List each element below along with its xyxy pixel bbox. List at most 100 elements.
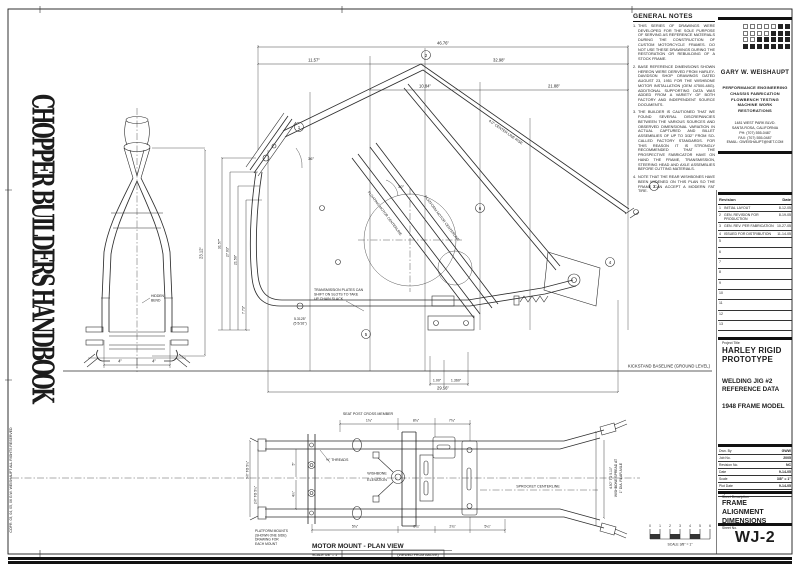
service-line: CHASSIS FABRICATION [730,90,780,96]
dim-label: 2½" TO 5¾" [254,485,258,504]
service-line: PERFORMANCE ENGINEERING [722,85,788,90]
revision-row-empty: 5 [718,238,792,249]
title-block-fields: Dwn. By GWW Job No. 2005 Revision No. NC… [718,448,792,497]
address-line: PH: (707) 555-0487 [739,130,771,135]
title-block-field: Plot Date 9-14-05 [718,484,792,490]
ref-number: 4 [609,260,612,265]
general-notes-heading: GENERAL NOTES [633,13,715,22]
scale-tick: 2 [669,524,671,528]
note-label: SHIFT ON SLOTS TO TAKE [314,293,359,297]
logo-square [742,30,748,36]
tube-label: PLATFORM MOTOR CENTERLINE [423,195,460,243]
frame-model: 1948 FRAME MODEL [722,403,785,410]
dim-label: 5" [292,462,296,466]
scale-tick: 4 [689,524,691,528]
dim-label: 2¾" [449,525,456,529]
plan-label: 4.50" TO 5.10" [609,466,613,489]
logo-square [742,43,748,49]
logo-square [784,24,790,29]
angle-label: 30° [398,184,404,189]
dim-label: 21.88" [548,84,560,89]
ref-number: 6 [479,206,482,211]
divider-bar [718,337,792,340]
divider-bar [718,17,792,20]
title-block-field: Job No. 2005 [718,456,792,462]
logo-square [770,37,776,42]
plan-label: WISHBONE [367,472,387,476]
dim-label: 46.76" [437,41,449,46]
project-title-label: Project Title [722,341,740,345]
logo-square [749,24,755,29]
address-line: 1481 WEST PARK BLVD. [734,121,776,125]
revision-row-empty: 12 [718,311,792,321]
service-line: FLOWBENCH TESTING [731,96,779,102]
sheet-description: FRAME ALIGNMENT DIMENSIONS [722,500,767,525]
plan-label: SEAT POST CROSS MEMBER [343,412,394,416]
logo-square [763,37,769,42]
dim-label: (5 5/16") [293,322,306,326]
dim-label: 11.57" [308,58,320,63]
plan-label: ½" THREADS [326,458,349,462]
ref-number: 1 [298,125,301,130]
divider-bar [718,151,792,154]
dim-label: 31.57" [218,238,222,249]
company-name: GARY W. WEISHAUPT [720,70,790,76]
plan-label: 1" DIA. REAR AXLE [619,462,623,493]
divider-bar [718,523,792,526]
dim-label: 1¾" [366,419,373,423]
plan-label: WISHBONE SPREAD AT [614,459,618,497]
address-line: SANTA ROSA, CALIFORNIA [731,125,779,130]
dim-label: 27.03" [226,246,230,257]
dim-label: 1.00" [433,379,442,383]
sheet-number: WJ-2 [734,529,776,546]
sheet-number-label: Sheet No. [722,526,738,530]
logo-square [763,24,769,29]
plan-view-note: (VIEWED FROM ABOVE) [397,553,438,557]
bottom-rule [8,557,792,560]
dim-label: 32.98" [493,58,505,63]
plan-label: ELEVATION [367,478,387,482]
ref-number: 2 [425,53,428,58]
logo-square [763,43,769,49]
logo-square [749,37,755,42]
general-notes-list: 1. THIS SERIES OF DRAWINGS WERE DEVELOPE… [633,24,715,194]
general-notes: GENERAL NOTES 1. THIS SERIES OF DRAWINGS… [633,13,715,197]
plan-view-title: MOTOR MOUNT - PLAN VIEW [312,543,404,550]
bottom-rule [8,561,792,564]
logo-square [770,24,776,29]
logo-square [742,24,748,29]
logo-square [756,24,762,29]
handbook-title: CHOPPER BUILDERS HANDBOOK [24,94,60,402]
logo-square [784,37,790,42]
logo-square [756,43,762,49]
ref-number: 3 [653,184,656,189]
revision-row-empty: 10 [718,290,792,301]
revision-row-empty: 8 [718,269,792,280]
project-subtitle: WELDING JIG #2 REFERENCE DATA [722,378,780,394]
revision-row-empty: 6 [718,248,792,259]
dim-label: 21.50" [234,254,238,265]
scale-tick: 3 [679,524,681,528]
company-address: 1481 WEST PARK BLVD.SANTA ROSA, CALIFORN… [718,121,792,145]
revision-row-empty: 9 [718,280,792,290]
title-block-field: Date 9-14-05 [718,470,792,476]
logo-square [770,43,776,49]
copyright-text: COPR. 03, 04, 05, 06 G.W. WEISHAUPT ALL … [9,427,13,533]
divider-bar [718,192,792,195]
general-note: 3. THE BUILDER IS CAUTIONED THAT WE FOUN… [633,110,715,172]
plan-note: EACH MOUNT [255,542,277,546]
angle-label: 36° [308,156,314,161]
dim-label: 29.56" [437,386,449,391]
project-title: HARLEY RIGID PROTOTYPE [722,346,782,365]
plan-view-drawing: SPROCKET CENTERLINE 1¾" 8¾" 7¾" SEAT POS… [246,412,628,560]
company-logo-grid [718,24,790,49]
dim-label: 4¼" [292,490,296,497]
plan-note: (SHOWN ONE SIDE) [255,533,287,537]
